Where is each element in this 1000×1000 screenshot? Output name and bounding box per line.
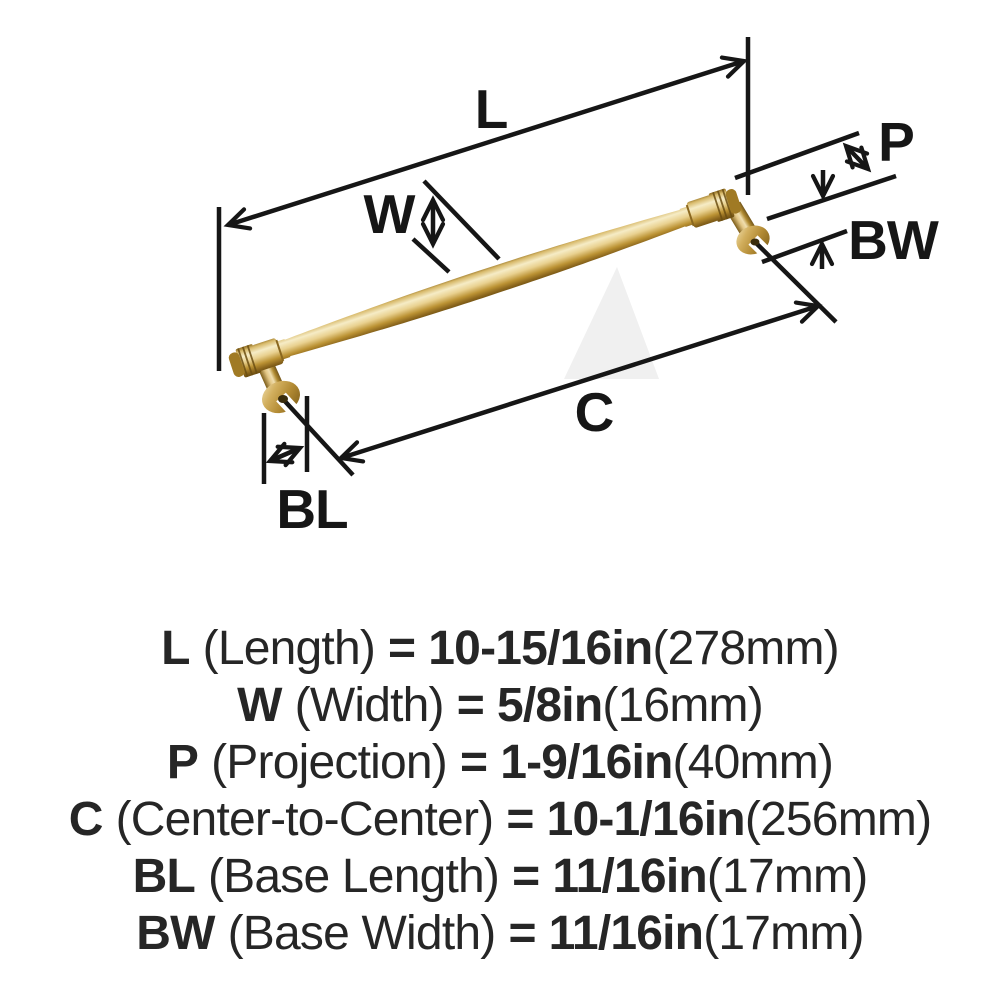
right-base-screw-hole bbox=[750, 238, 760, 246]
spec-row-width: W(Width)=5/8in(16mm) bbox=[0, 677, 1000, 734]
spec-equals: = bbox=[508, 907, 536, 960]
spec-key: C bbox=[68, 793, 104, 846]
dimension-label-projection: P bbox=[878, 111, 914, 173]
dimension-length bbox=[216, 37, 751, 371]
spec-metric: (40mm) bbox=[672, 736, 834, 789]
spec-value: 5/8in bbox=[496, 679, 603, 732]
dimension-center-to-center bbox=[336, 300, 823, 464]
spec-key: L bbox=[161, 622, 190, 675]
spec-value: 10-15/16in bbox=[428, 622, 653, 675]
spec-value: 11/16in bbox=[552, 850, 707, 903]
spec-key: W bbox=[237, 679, 282, 732]
dimension-projection bbox=[734, 130, 897, 222]
handle-bar bbox=[228, 188, 742, 378]
spec-name: (Projection) bbox=[211, 736, 448, 789]
left-base-screw-hole bbox=[278, 395, 288, 403]
spec-name: (Base Length) bbox=[207, 850, 500, 903]
spec-row-base-length: BL(Base Length)=11/16in(17mm) bbox=[0, 848, 1000, 905]
spec-equals: = bbox=[512, 850, 540, 903]
spec-equals: = bbox=[456, 679, 485, 732]
spec-metric: (16mm) bbox=[602, 679, 763, 732]
dimension-c-extension-lines bbox=[276, 235, 841, 480]
dimension-base-width bbox=[761, 228, 848, 269]
dimension-label-length: L bbox=[475, 78, 508, 140]
dimension-diagram: L W P BW C BL bbox=[216, 37, 940, 540]
spec-value: 10-1/16in bbox=[546, 793, 746, 846]
spec-value: 11/16in bbox=[548, 907, 704, 960]
spec-key: P bbox=[166, 736, 199, 789]
spec-row-base-width: BW(Base Width)=11/16in(17mm) bbox=[0, 905, 1000, 962]
dimension-label-base-width: BW bbox=[848, 209, 939, 271]
spec-row-length: L(Length)=10-15/16in(278mm) bbox=[0, 620, 1000, 677]
spec-equals: = bbox=[506, 793, 534, 846]
dimension-label-center-to-center: C bbox=[575, 381, 614, 443]
spec-value: 1-9/16in bbox=[500, 736, 673, 789]
spec-list: L(Length)=10-15/16in(278mm) W(Width)=5/8… bbox=[0, 620, 1000, 962]
spec-row-center-to-center: C(Center-to-Center)=10-1/16in(256mm) bbox=[0, 791, 1000, 848]
spec-metric: (17mm) bbox=[703, 907, 864, 960]
spec-row-projection: P(Projection)=1-9/16in(40mm) bbox=[0, 734, 1000, 791]
spec-name: (Center-to-Center) bbox=[115, 793, 495, 846]
spec-equals: = bbox=[459, 736, 488, 789]
spec-metric: (278mm) bbox=[652, 622, 839, 675]
spec-metric: (256mm) bbox=[744, 793, 932, 846]
spec-metric: (17mm) bbox=[706, 850, 868, 903]
spec-key: BL bbox=[132, 850, 196, 903]
dimension-label-base-length: BL bbox=[276, 478, 347, 540]
dimension-lines bbox=[216, 37, 897, 484]
dimension-base-length bbox=[261, 396, 310, 484]
dimension-width bbox=[411, 179, 501, 274]
spec-key: BW bbox=[136, 907, 215, 960]
spec-name: (Base Width) bbox=[227, 907, 497, 960]
spec-equals: = bbox=[388, 622, 416, 675]
spec-name: (Width) bbox=[294, 679, 445, 732]
spec-name: (Length) bbox=[202, 622, 376, 675]
dimension-label-width: W bbox=[364, 183, 416, 245]
